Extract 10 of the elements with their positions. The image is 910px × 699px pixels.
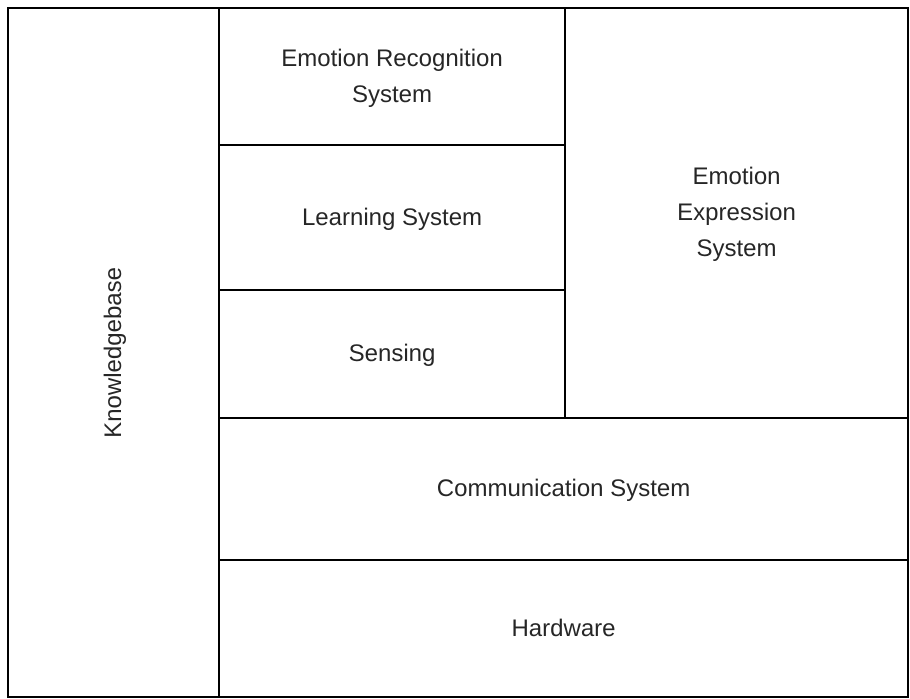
layer-label: Emotion Expression System <box>676 162 797 264</box>
layer-label: Communication System <box>436 474 690 504</box>
layer-block <box>7 7 220 698</box>
layer-label: Emotion Recognition System <box>280 44 504 110</box>
layer-label: Sensing <box>348 339 436 369</box>
layer-label: Learning System <box>302 202 482 232</box>
layer-block <box>564 7 909 419</box>
layer-label: Hardware <box>511 614 616 644</box>
layer-block <box>218 559 909 698</box>
layer-label: Knowledgebase <box>98 267 128 438</box>
